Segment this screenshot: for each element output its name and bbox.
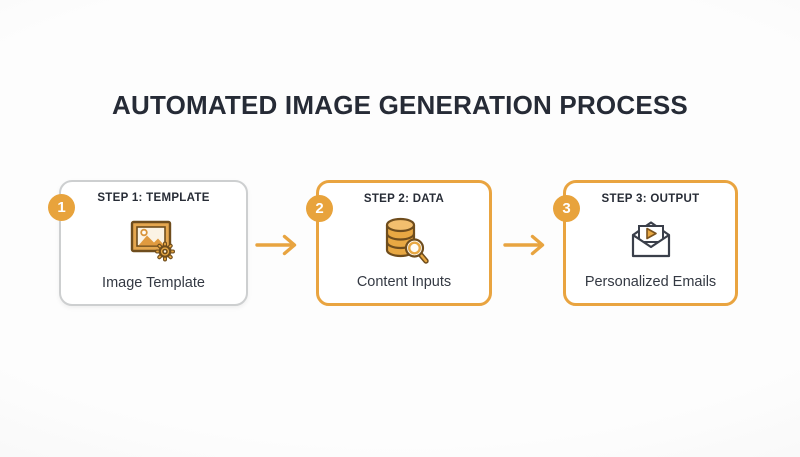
step-card-data: 2 STEP 2: DATA Content Inputs [306, 180, 492, 306]
page-title: AUTOMATED IMAGE GENERATION PROCESS [112, 90, 688, 120]
envelope-play-icon [625, 205, 677, 274]
step-label: STEP 2: DATA [363, 193, 445, 205]
step-caption: Personalized Emails [584, 274, 717, 290]
step-card-template: 1 STEP 1: TEMPLATE Image Template [48, 180, 248, 306]
flow-arrow-icon [255, 234, 297, 256]
step-label: STEP 3: OUTPUT [601, 193, 700, 205]
image-template-icon [129, 204, 179, 275]
step-card-output: 3 STEP 3: OUTPUT Personalized Emails [553, 180, 738, 306]
database-search-icon [378, 205, 430, 274]
step-number-badge: 1 [48, 194, 75, 221]
step-caption: Content Inputs [356, 274, 452, 290]
step-number-badge: 2 [306, 195, 333, 222]
flow-arrow-icon [503, 234, 545, 256]
step-number-badge: 3 [553, 195, 580, 222]
step-label: STEP 1: TEMPLATE [97, 192, 210, 204]
step-caption: Image Template [102, 275, 205, 291]
